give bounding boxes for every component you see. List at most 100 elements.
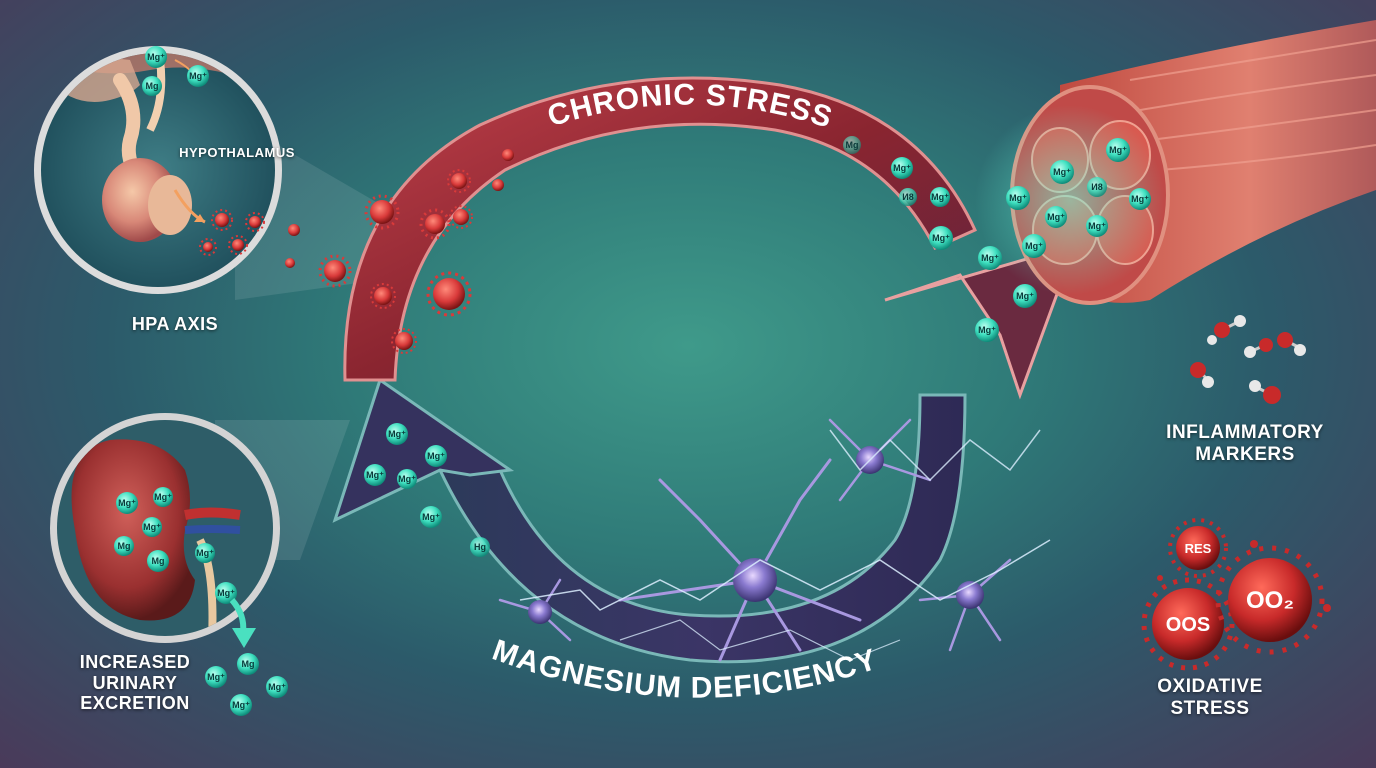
svg-text:Mg⁺: Mg⁺ xyxy=(981,253,999,263)
svg-text:Mg⁺: Mg⁺ xyxy=(1109,145,1127,155)
svg-text:Mg⁺: Mg⁺ xyxy=(931,192,949,202)
mg-ion-icon: Mg⁺ xyxy=(215,582,237,604)
mg-ion-icon: Mg⁺ xyxy=(420,506,442,528)
virus-icon xyxy=(492,179,504,191)
ros-droplet xyxy=(1323,604,1331,612)
svg-text:Mg⁺: Mg⁺ xyxy=(1025,241,1043,251)
svg-text:Mg⁺: Mg⁺ xyxy=(268,682,286,692)
mg-ion-icon: Mg⁺ xyxy=(1106,138,1130,162)
svg-text:Mg⁺: Mg⁺ xyxy=(366,470,384,480)
mg-ion-icon: Mg⁺ xyxy=(1045,206,1067,228)
mg-ion-icon: Mg⁺ xyxy=(891,157,913,179)
mg-ion-icon: Mg⁺ xyxy=(1022,234,1046,258)
virus-icon xyxy=(318,254,352,288)
mg-ion-icon: Mg⁺ xyxy=(116,492,138,514)
mg-ion-icon: Mg⁺ xyxy=(1050,160,1074,184)
hypothalamus-tract xyxy=(146,59,166,132)
molecule-icon xyxy=(1244,338,1273,358)
kidney-inset: Mg⁺ Mg⁺ Mg⁺ Mg Mg Mg⁺ Mg⁺ xyxy=(50,413,350,643)
inflammatory-markers-line: INFLAMMATORY xyxy=(1166,422,1324,443)
muscle-icon xyxy=(975,20,1376,305)
inflammatory-markers-label: INFLAMMATORY MARKERS xyxy=(1140,422,1350,466)
mg-ion-icon: И8 xyxy=(899,188,917,206)
svg-text:Mg⁺: Mg⁺ xyxy=(217,588,235,598)
svg-text:Mg⁺: Mg⁺ xyxy=(1131,194,1149,204)
svg-text:Mg: Mg xyxy=(146,81,159,91)
ros-icon: RES xyxy=(1168,518,1228,578)
mg-ion-icon: Mg⁺ xyxy=(266,676,288,698)
urinary-excretion-line: INCREASED xyxy=(79,652,191,672)
renal-artery xyxy=(184,507,241,520)
svg-text:RES: RES xyxy=(1185,541,1212,556)
ros-droplet xyxy=(1157,575,1163,581)
virus-icon xyxy=(426,271,472,317)
mg-ion-icon: Mg xyxy=(114,536,134,556)
virus-icon xyxy=(228,235,248,255)
hpa-axis-label: HPA AXIS xyxy=(131,314,219,334)
deficiency-arrow-body xyxy=(437,393,967,664)
oxidative-stress-line: OXIDATIVE xyxy=(1157,676,1263,697)
svg-text:Mg⁺: Mg⁺ xyxy=(893,163,911,173)
mg-ion-icon: Mg⁺ xyxy=(425,445,447,467)
svg-text:И8: И8 xyxy=(1091,182,1102,192)
virus-icon xyxy=(449,205,473,229)
virus-icon xyxy=(391,328,417,354)
svg-text:Mg⁺: Mg⁺ xyxy=(147,52,165,62)
mg-ion-icon: Mg⁺ xyxy=(397,469,417,489)
svg-text:Mg⁺: Mg⁺ xyxy=(196,548,214,558)
hpa-inset: Mg⁺ Mg⁺ Mg xyxy=(34,46,390,300)
svg-text:OOS: OOS xyxy=(1166,614,1210,636)
virus-icon xyxy=(502,149,514,161)
mg-ion-icon: Mg⁺ xyxy=(230,694,252,716)
mg-ion-icon: Mg⁺ xyxy=(1086,215,1108,237)
svg-text:Mg⁺: Mg⁺ xyxy=(232,700,250,710)
mg-ion-icon: Mg⁺ xyxy=(364,464,386,486)
virus-icon xyxy=(199,238,217,256)
virus-icon xyxy=(285,258,295,268)
mg-ion-icon: И8 xyxy=(1087,177,1107,197)
svg-text:Mg⁺: Mg⁺ xyxy=(1053,167,1071,177)
electric-spark xyxy=(829,429,1041,482)
mg-ion-icon: Mg⁺ xyxy=(145,46,167,68)
mg-ion-icon: Mg⁺ xyxy=(205,666,227,688)
ros-droplet xyxy=(1250,540,1258,548)
chronic-stress-arrow xyxy=(343,76,1078,400)
svg-text:Mg⁺: Mg⁺ xyxy=(1047,212,1065,222)
muscle-fiber-lines xyxy=(1129,39,1376,171)
mg-ion-icon: Mg xyxy=(843,136,861,154)
mg-ion-icon: Mg⁺ xyxy=(153,487,173,507)
mg-ion-icon: Mg⁺ xyxy=(195,543,215,563)
virus-icon xyxy=(419,208,451,240)
inflammatory-markers-line: MARKERS xyxy=(1195,443,1295,465)
svg-text:OO₂: OO₂ xyxy=(1246,587,1294,614)
svg-text:Mg⁺: Mg⁺ xyxy=(422,512,440,522)
urinary-excretion-line: EXCRETION xyxy=(80,693,190,714)
virus-icon xyxy=(447,169,471,193)
neuron-network xyxy=(498,418,1051,662)
mg-ion-icon: Mg xyxy=(147,550,169,572)
mg-ion-icon: Mg⁺ xyxy=(1129,188,1151,210)
molecule-icon xyxy=(1249,380,1281,404)
svg-text:Mg⁺: Mg⁺ xyxy=(189,71,207,81)
svg-text:И8: И8 xyxy=(902,192,913,202)
mg-ion-icon: Mg⁺ xyxy=(142,517,162,537)
svg-text:Mg⁺: Mg⁺ xyxy=(1009,193,1027,203)
inflammatory-molecules xyxy=(1190,315,1306,404)
neuron-icon xyxy=(498,578,572,642)
molecule-icon xyxy=(1190,362,1214,388)
mg-ion-icon: Mg⁺ xyxy=(386,423,408,445)
virus-icon xyxy=(370,283,396,309)
svg-text:Mg⁺: Mg⁺ xyxy=(388,429,406,439)
svg-text:Mg⁺: Mg⁺ xyxy=(143,522,161,532)
svg-text:Mg: Mg xyxy=(242,659,255,669)
virus-icon xyxy=(245,212,265,232)
virus-icon xyxy=(364,194,400,230)
neuron-icon xyxy=(618,458,862,662)
mg-ion-icon: Mg⁺ xyxy=(975,318,999,342)
molecule-icon xyxy=(1207,315,1246,345)
electric-spark xyxy=(619,619,901,661)
mg-ion-icon: Mg⁺ xyxy=(1006,186,1030,210)
mg-ion-icon: Hg xyxy=(470,537,490,557)
svg-text:Mg⁺: Mg⁺ xyxy=(1088,221,1106,231)
hormone-flow-arrowhead xyxy=(194,214,205,222)
